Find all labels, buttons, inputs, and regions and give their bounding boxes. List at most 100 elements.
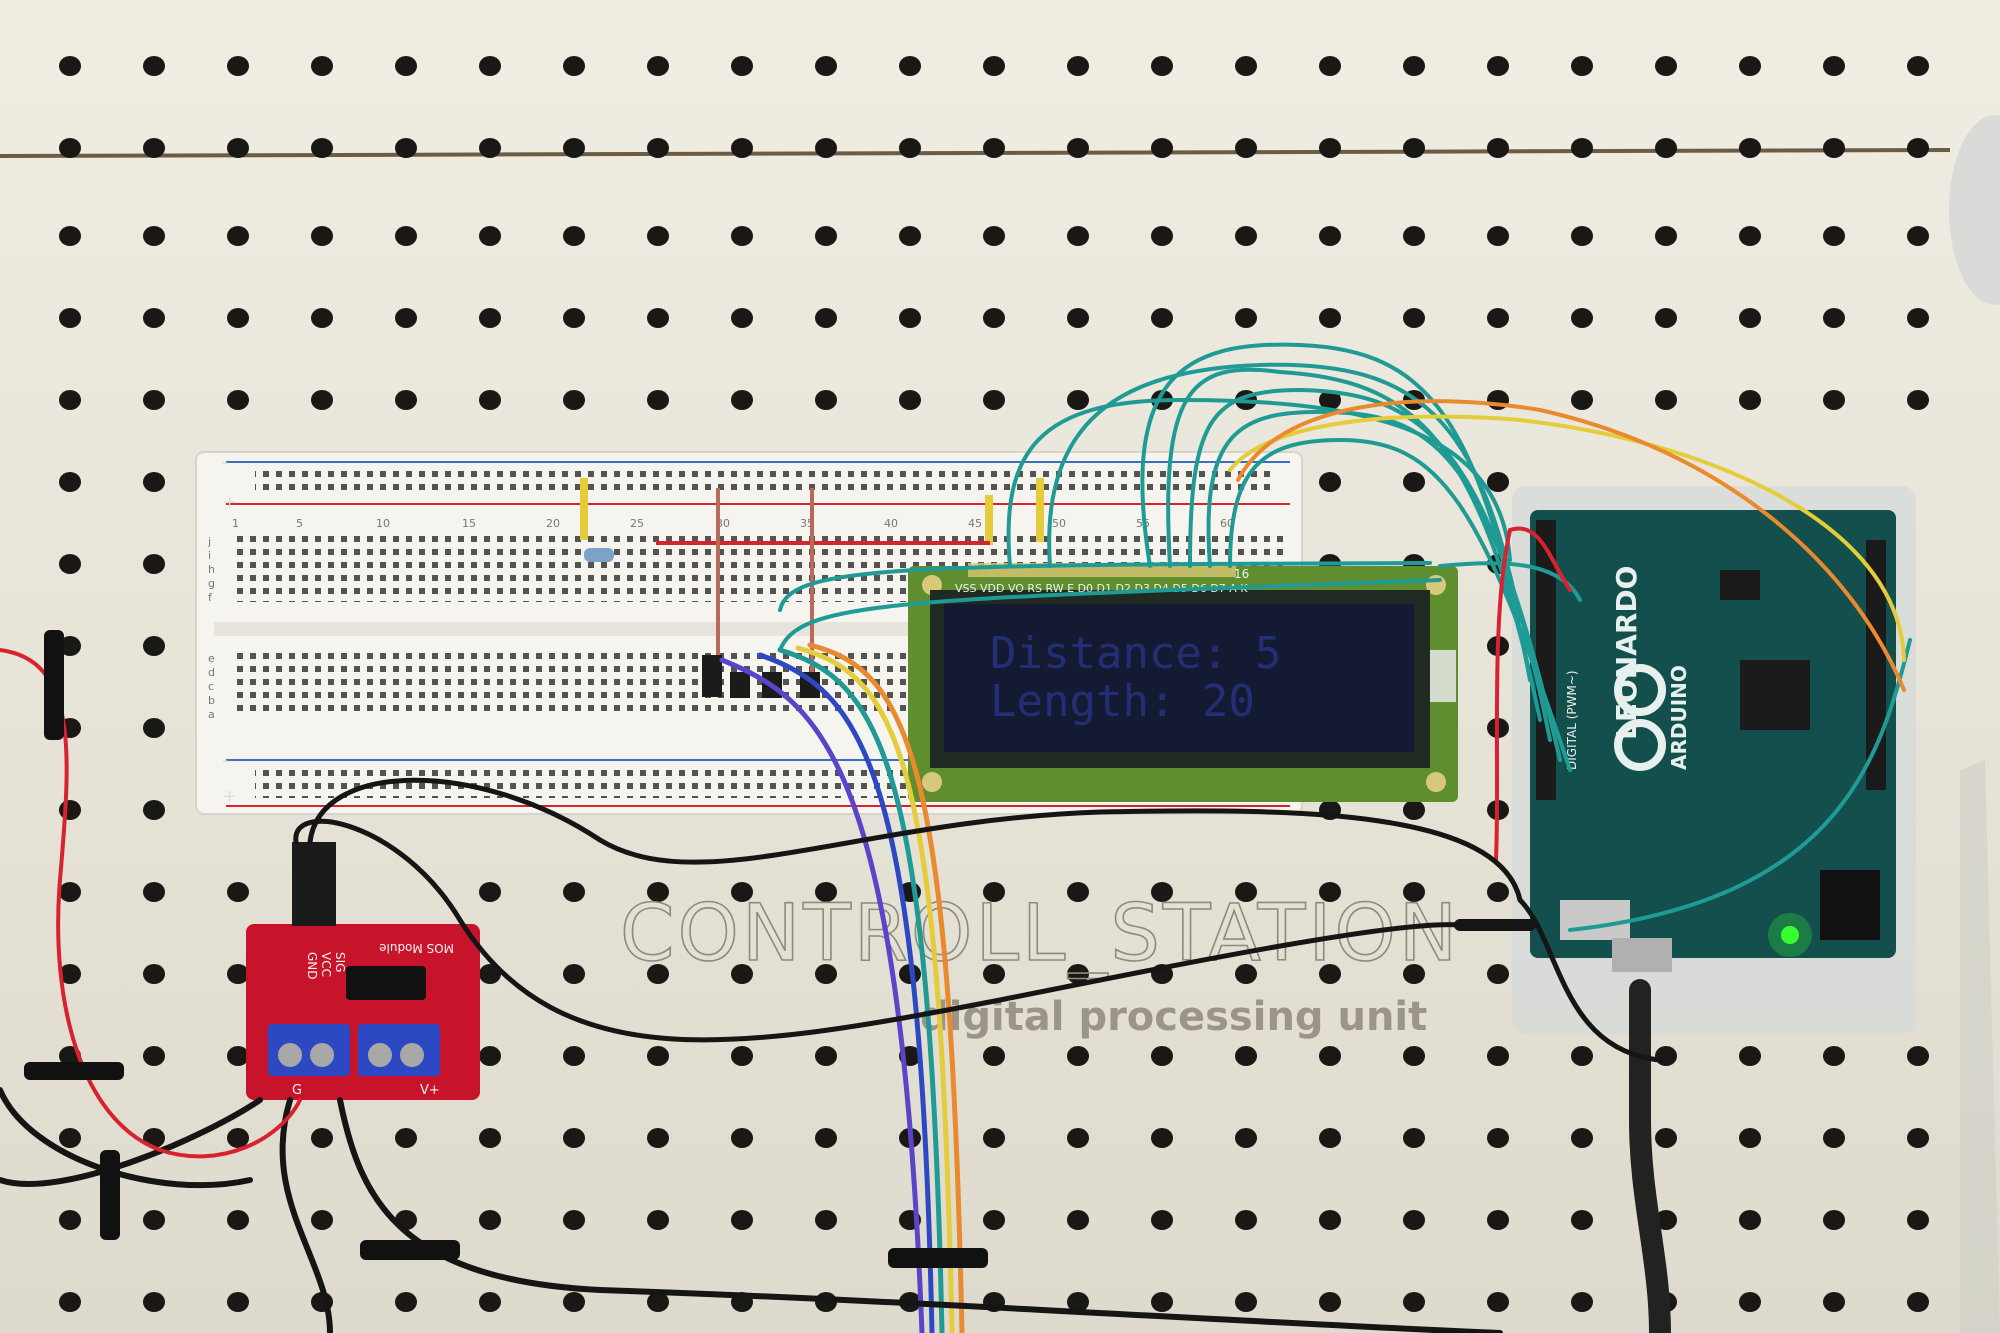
- pegboard-hole: [1067, 1292, 1089, 1312]
- pegboard-hole: [1319, 1210, 1341, 1230]
- pegboard-hole: [1067, 56, 1089, 76]
- pegboard-hole: [899, 390, 921, 410]
- pegboard-hole: [143, 554, 165, 574]
- pegboard-hole: [479, 1128, 501, 1148]
- pegboard-hole: [1655, 308, 1677, 328]
- pegboard-hole: [1403, 1128, 1425, 1148]
- pegboard-hole: [479, 882, 501, 902]
- pegboard-hole: [1487, 1128, 1509, 1148]
- col-5: 5: [296, 517, 303, 530]
- pegboard-hole: [1235, 308, 1257, 328]
- arduino-model: LEONARDO: [1610, 566, 1643, 740]
- pegboard-hole: [1403, 964, 1425, 984]
- pegboard-hole: [983, 1046, 1005, 1066]
- pegboard-hole: [1823, 1210, 1845, 1230]
- svg-text:-: -: [222, 452, 229, 473]
- pegboard-hole: [1151, 882, 1173, 902]
- pegboard-hole: [647, 226, 669, 246]
- pegboard-hole: [1067, 138, 1089, 158]
- pegboard-hole: [983, 56, 1005, 76]
- pegboard-hole: [1235, 1292, 1257, 1312]
- pegboard-hole: [1067, 390, 1089, 410]
- pegboard-hole: [1907, 390, 1929, 410]
- pegboard-hole: [1067, 1210, 1089, 1230]
- pegboard-hole: [1655, 138, 1677, 158]
- pegboard-hole: [563, 56, 585, 76]
- pegboard-hole: [143, 1046, 165, 1066]
- pegboard-hole: [563, 1210, 585, 1230]
- pegboard-hole: [479, 390, 501, 410]
- pegboard-hole: [1823, 308, 1845, 328]
- cable-clips: [24, 630, 988, 1268]
- pegboard-hole: [143, 718, 165, 738]
- svg-text:-: -: [222, 750, 229, 771]
- row-b: b: [208, 694, 215, 707]
- pegboard-hole: [59, 1210, 81, 1230]
- pegboard-hole: [1655, 56, 1677, 76]
- pegboard-hole: [647, 138, 669, 158]
- pegboard-hole: [563, 1046, 585, 1066]
- pegboard-hole: [59, 308, 81, 328]
- pegboard-hole: [1067, 1128, 1089, 1148]
- pegboard-hole: [1151, 1292, 1173, 1312]
- mos-terminal-g: G: [292, 1083, 302, 1098]
- pegboard-hole: [395, 56, 417, 76]
- pegboard-hole: [143, 636, 165, 656]
- pegboard-hole: [731, 1128, 753, 1148]
- pegboard-hole: [1151, 56, 1173, 76]
- pegboard-hole: [815, 390, 837, 410]
- lcd-screen: [944, 604, 1414, 752]
- pegboard-hole: [563, 1292, 585, 1312]
- pegboard-hole: [227, 1046, 249, 1066]
- pegboard-hole: [1319, 1128, 1341, 1148]
- lcd-module: [908, 563, 1458, 802]
- lcd-line-1: Distance: 5: [990, 628, 1281, 679]
- mos-module: [246, 842, 480, 1100]
- pegboard-hole: [1067, 226, 1089, 246]
- pegboard-hole: [1151, 1046, 1173, 1066]
- pegboard-hole: [1235, 1046, 1257, 1066]
- panel-subtitle: digital processing unit: [920, 994, 1427, 1040]
- pegboard-hole: [1403, 308, 1425, 328]
- pegboard-hole: [143, 56, 165, 76]
- pegboard-hole: [227, 390, 249, 410]
- col-45: 45: [968, 517, 982, 530]
- pegboard-hole: [563, 138, 585, 158]
- pegboard-hole: [563, 1128, 585, 1148]
- mos-terminal-vplus: V+: [420, 1083, 440, 1098]
- pegboard-hole: [1319, 1046, 1341, 1066]
- pegboard-hole: [1067, 882, 1089, 902]
- pegboard-hole: [143, 1210, 165, 1230]
- pegboard-hole: [815, 226, 837, 246]
- pegboard-hole: [143, 390, 165, 410]
- pegboard-hole: [59, 138, 81, 158]
- col-25: 25: [630, 517, 644, 530]
- pegboard-hole: [143, 226, 165, 246]
- row-c: c: [208, 680, 214, 693]
- pegboard-hole: [1319, 472, 1341, 492]
- pegboard-hole: [227, 964, 249, 984]
- pegboard-hole: [1235, 56, 1257, 76]
- pegboard-hole: [1739, 1046, 1761, 1066]
- pegboard-hole: [1655, 226, 1677, 246]
- pegboard-hole: [311, 1210, 333, 1230]
- pegboard-hole: [227, 56, 249, 76]
- pegboard-hole: [983, 882, 1005, 902]
- pegboard-hole: [1487, 226, 1509, 246]
- pegboard-hole: [983, 226, 1005, 246]
- pegboard-hole: [731, 1210, 753, 1230]
- row-d: d: [208, 666, 215, 679]
- pegboard-hole: [815, 56, 837, 76]
- pegboard-hole: [563, 226, 585, 246]
- pegboard-hole: [731, 138, 753, 158]
- pegboard-hole: [815, 1128, 837, 1148]
- pegboard-hole: [1907, 56, 1929, 76]
- pegboard-hole: [227, 1210, 249, 1230]
- pegboard-hole: [1655, 390, 1677, 410]
- row-g: g: [208, 577, 215, 590]
- pegboard-holes: [59, 56, 1929, 1312]
- pegboard-hole: [1907, 1128, 1929, 1148]
- pegboard-hole: [227, 308, 249, 328]
- pegboard-hole: [815, 308, 837, 328]
